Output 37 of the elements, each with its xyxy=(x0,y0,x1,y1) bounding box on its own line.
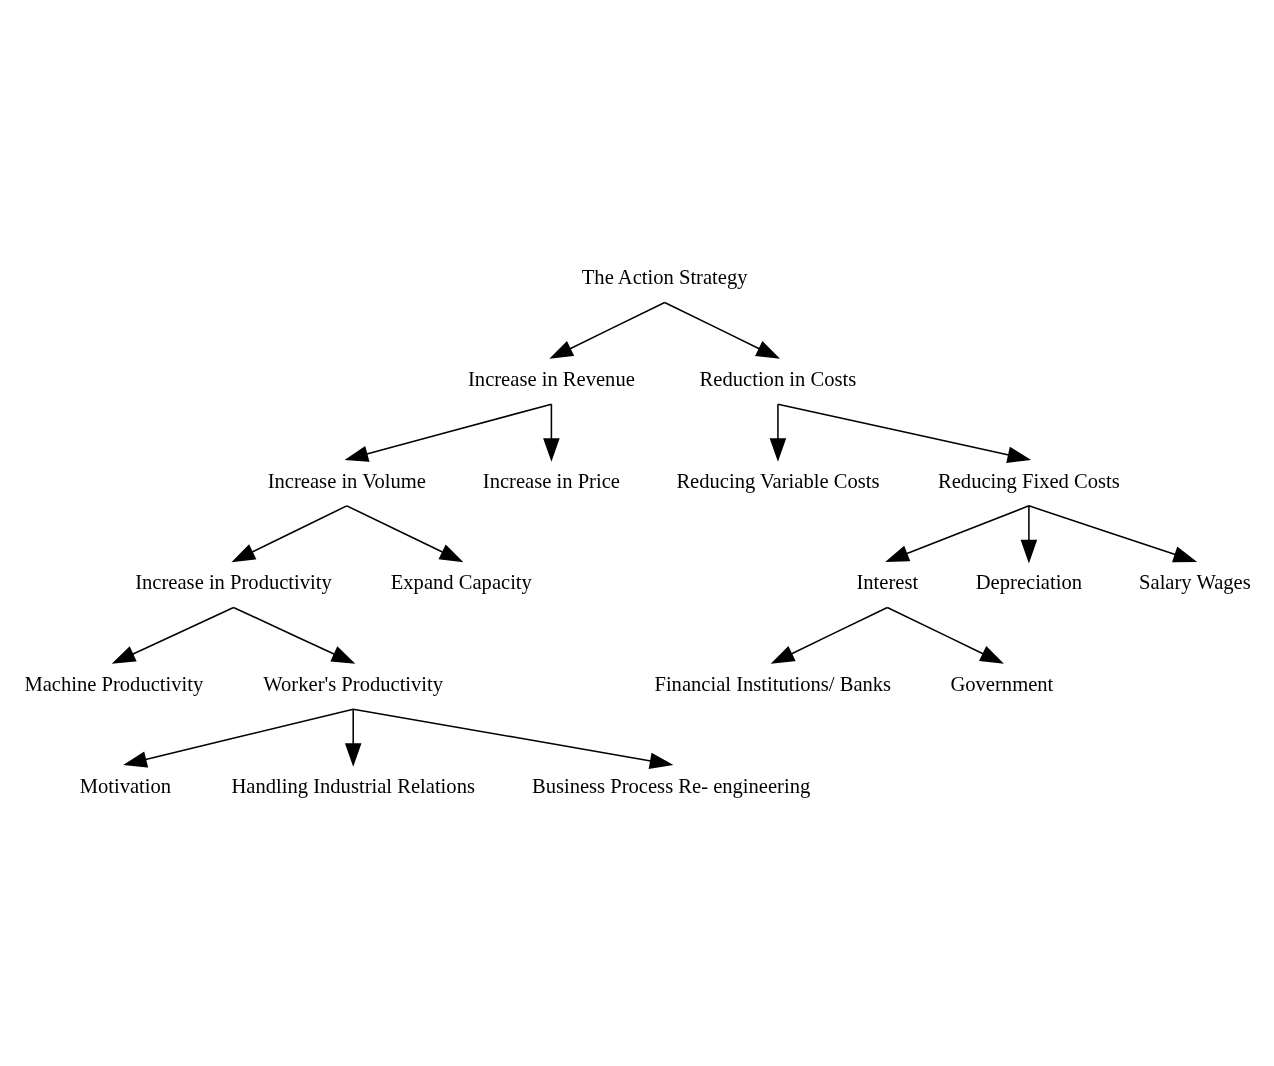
arrow xyxy=(886,606,1004,664)
arrow xyxy=(885,504,1030,562)
arrow xyxy=(1020,504,1038,563)
node-text: Handling Industrial Relations xyxy=(231,774,475,797)
node-text: Government xyxy=(950,672,1054,695)
arrow xyxy=(777,402,1032,463)
arrow xyxy=(111,606,235,664)
arrow xyxy=(663,301,781,359)
arrow xyxy=(123,707,354,768)
arrow xyxy=(352,707,674,769)
node-text: Machine Productivity xyxy=(24,672,204,695)
node-text: Increase in Revenue xyxy=(468,367,635,390)
arrow xyxy=(769,402,787,462)
arrow xyxy=(1028,504,1198,562)
arrow xyxy=(549,301,666,359)
arrow xyxy=(231,504,348,562)
node-text: Increase in Productivity xyxy=(135,570,332,593)
node-text: Reducing Fixed Costs xyxy=(938,469,1120,492)
node-text: Salary Wages xyxy=(1139,570,1251,593)
node-text: Interest xyxy=(856,570,919,593)
node-text: Reducing Variable Costs xyxy=(676,469,880,492)
node-text: Increase in Volume xyxy=(267,469,426,492)
node-text: Depreciation xyxy=(975,570,1083,593)
arrow xyxy=(346,504,464,562)
node-text: Motivation xyxy=(79,774,172,797)
arrow xyxy=(543,402,560,462)
arrow xyxy=(344,707,362,767)
node-text: Reduction in Costs xyxy=(699,367,857,390)
arrow xyxy=(232,606,356,664)
arrow xyxy=(344,402,553,462)
node-text: Business Process Re- engineering xyxy=(531,774,811,797)
node-text: Expand Capacity xyxy=(390,570,532,593)
node-text: Increase in Price xyxy=(482,469,620,492)
node-text: Financial Institutions/ Banks xyxy=(654,672,892,695)
node-text: The Action Strategy xyxy=(581,265,748,288)
node-text: Worker's Productivity xyxy=(263,672,444,695)
arrow xyxy=(770,606,889,664)
